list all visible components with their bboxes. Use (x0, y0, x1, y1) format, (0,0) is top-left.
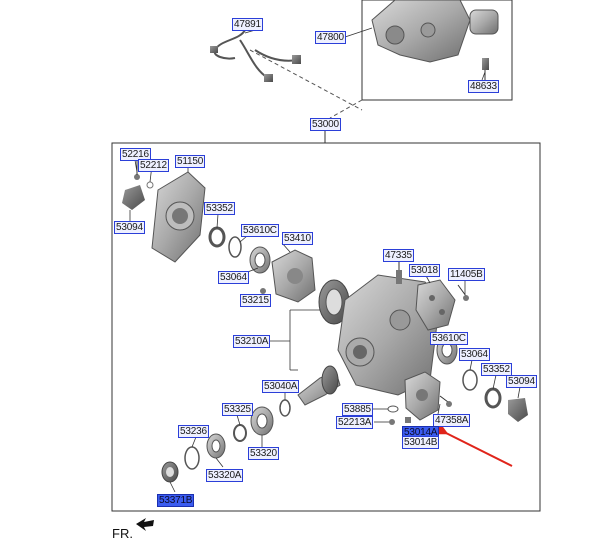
part-label-53320[interactable]: 53320 (248, 447, 279, 460)
part-label-47891[interactable]: 47891 (232, 18, 263, 31)
main-assembly-frame (111, 49, 541, 512)
part-label-53325[interactable]: 53325 (222, 403, 253, 416)
part-label-51150[interactable]: 51150 (175, 155, 206, 168)
left-cover-drawing (122, 160, 206, 263)
part-label-53352-right[interactable]: 53352 (481, 363, 512, 376)
small-fittings-drawing (387, 405, 411, 425)
red-pointer-arrow (432, 421, 513, 467)
part-label-53094-left[interactable]: 53094 (114, 221, 145, 234)
part-label-47335[interactable]: 47335 (383, 249, 414, 262)
upper-transfer-assembly-drawing (371, 0, 499, 80)
part-label-53236[interactable]: 53236 (178, 425, 209, 438)
part-label-53371b-highlighted[interactable]: 53371B (157, 494, 195, 507)
part-label-48633[interactable]: 48633 (468, 80, 499, 93)
differential-drawing (271, 249, 350, 325)
part-label-52212[interactable]: 52212 (138, 159, 169, 172)
part-label-53885[interactable]: 53885 (342, 403, 373, 416)
actuator-bracket-drawing (404, 371, 452, 421)
part-label-52213a[interactable]: 52213A (336, 416, 374, 429)
part-label-53018[interactable]: 53018 (409, 264, 440, 277)
front-direction-arrow-icon (136, 518, 154, 531)
seals-and-bearings-drawing (208, 226, 271, 294)
part-label-47358a[interactable]: 47358A (433, 414, 471, 427)
part-label-53410[interactable]: 53410 (282, 232, 313, 245)
lower-bearings-drawing (161, 406, 274, 483)
part-label-53610c-left[interactable]: 53610C (241, 224, 279, 237)
part-label-11405b[interactable]: 11405B (448, 268, 485, 281)
part-label-53352-left[interactable]: 53352 (204, 202, 235, 215)
pinion-shaft-drawing (279, 365, 341, 417)
part-label-53040a[interactable]: 53040A (262, 380, 300, 393)
rear-cover-drawing (415, 279, 469, 331)
part-label-53014b[interactable]: 53014B (402, 436, 440, 449)
wiring-harness-drawing (210, 29, 301, 82)
part-label-47800[interactable]: 47800 (315, 31, 346, 44)
part-label-53610c-right[interactable]: 53610C (430, 332, 468, 345)
main-housing-drawing (337, 262, 441, 396)
part-label-53094-right[interactable]: 53094 (506, 375, 537, 388)
part-label-53215[interactable]: 53215 (240, 294, 271, 307)
part-label-53000[interactable]: 53000 (310, 118, 341, 131)
front-orientation-label: FR. (112, 526, 133, 541)
part-label-53064-left[interactable]: 53064 (218, 271, 249, 284)
part-label-53064-right[interactable]: 53064 (459, 348, 490, 361)
part-label-53014a-highlighted[interactable]: 53014A (402, 426, 440, 439)
top-inset-frame (361, 0, 513, 101)
part-label-52216[interactable]: 52216 (120, 148, 151, 161)
part-label-53210a[interactable]: 53210A (233, 335, 271, 348)
part-label-53320a[interactable]: 53320A (206, 469, 244, 482)
